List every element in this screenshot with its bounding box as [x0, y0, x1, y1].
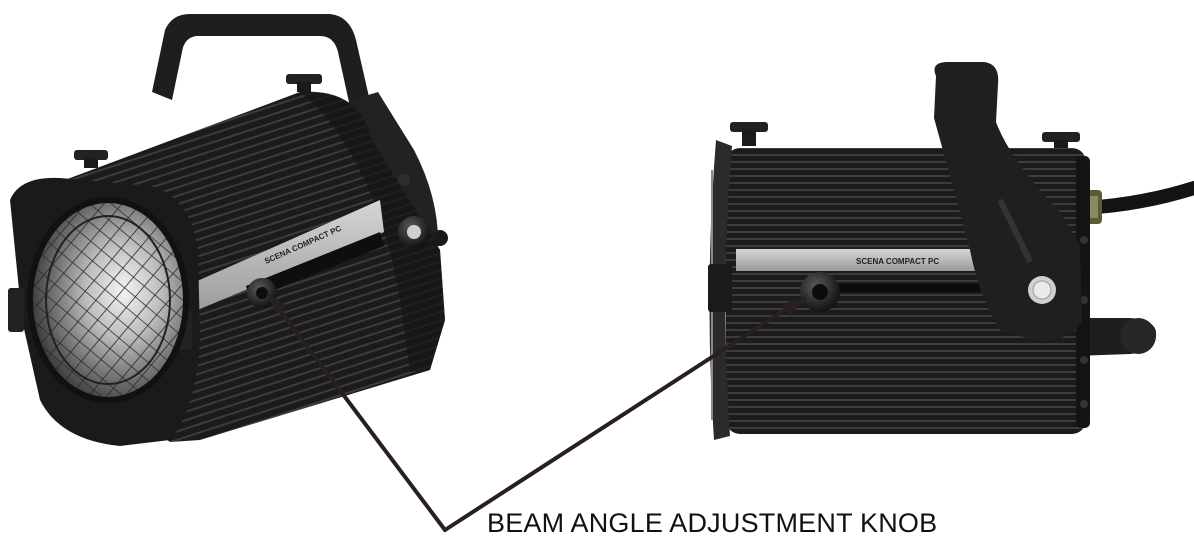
fixture-left: SCENA COMPACT PC — [8, 14, 448, 446]
arrow-to-right-knob — [443, 298, 802, 532]
silver-band-left — [186, 200, 384, 314]
callout-caption: BEAM ANGLE ADJUSTMENT KNOB — [487, 508, 938, 538]
yoke-arm-right — [934, 62, 1082, 342]
top-knob-right-b — [1042, 132, 1080, 142]
callout-arrows — [266, 292, 808, 532]
fixture-right: SCENA COMPACT PC — [708, 62, 1194, 440]
clip-right — [708, 264, 732, 312]
top-knob-left-b — [286, 74, 322, 84]
clip-left — [8, 288, 24, 332]
top-knob-left-a — [74, 150, 108, 160]
top-knob-right-a — [730, 122, 768, 132]
product-label-right: SCENA COMPACT PC — [856, 257, 939, 266]
arrow-to-left-knob — [270, 298, 447, 532]
